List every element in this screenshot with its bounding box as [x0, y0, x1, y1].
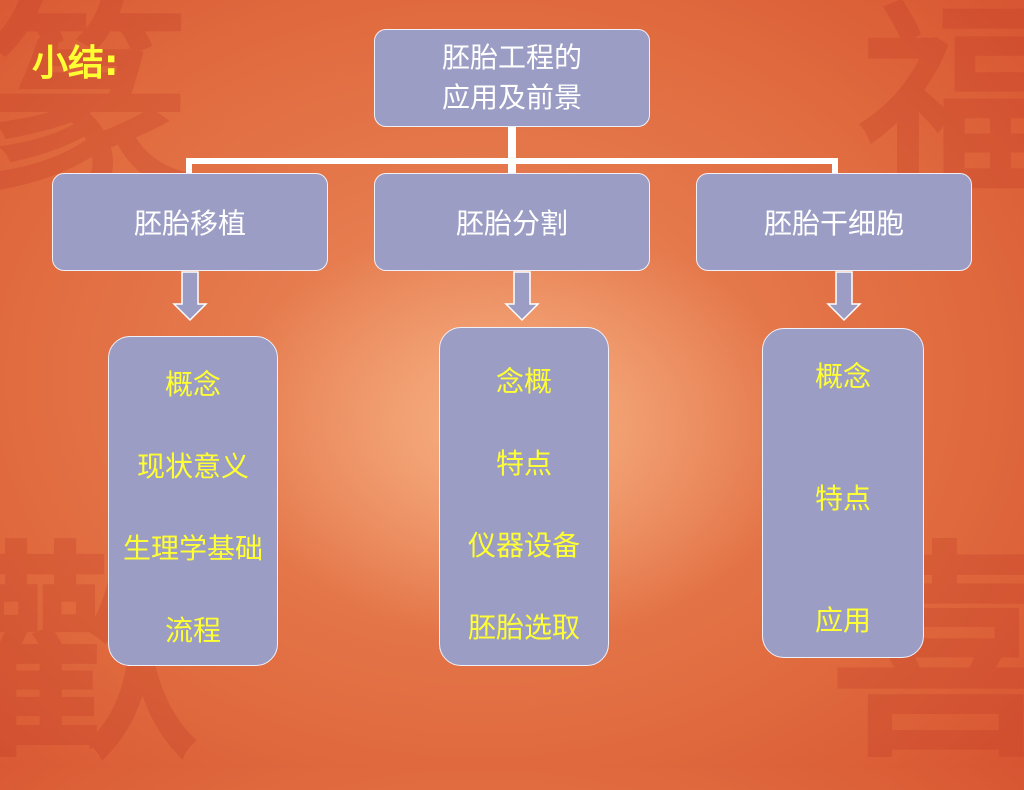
detail-item: 特点 — [495, 447, 552, 480]
branch-node-embryonic-stem-cell: 胚胎干细胞 — [696, 173, 972, 271]
detail-item: 现状意义 — [136, 450, 249, 483]
down-arrow-icon — [826, 271, 862, 322]
detail-box-embryo-splitting: 念概 特点 仪器设备 胚胎选取 — [439, 327, 609, 666]
detail-item: 概念 — [814, 360, 871, 393]
detail-item: 生理学基础 — [122, 532, 263, 565]
root-node-line-1: 胚胎工程的 — [441, 41, 582, 74]
branch-node-embryo-transfer: 胚胎移植 — [52, 173, 328, 271]
detail-item: 应用 — [814, 604, 871, 637]
connector-branch-2 — [508, 158, 516, 173]
root-node-line-2: 应用及前景 — [441, 81, 582, 114]
connector-branch-1 — [186, 158, 192, 173]
detail-box-embryo-transfer: 概念 现状意义 生理学基础 流程 — [108, 336, 278, 666]
down-arrow-icon — [172, 271, 208, 322]
down-arrow-icon — [504, 271, 540, 322]
detail-item: 流程 — [164, 614, 221, 647]
detail-item: 特点 — [814, 482, 871, 515]
root-node: 胚胎工程的 应用及前景 — [374, 29, 650, 127]
detail-item: 概念 — [164, 368, 221, 401]
branch-node-embryo-splitting: 胚胎分割 — [374, 173, 650, 271]
connector-branch-3 — [832, 158, 838, 173]
detail-box-embryonic-stem-cell: 概念 特点 应用 — [762, 328, 924, 658]
detail-item: 念概 — [495, 365, 552, 398]
slide-title: 小结: — [32, 43, 119, 84]
detail-item: 仪器设备 — [467, 529, 580, 562]
connector-root-trunk — [508, 127, 516, 163]
detail-item: 胚胎选取 — [467, 611, 580, 644]
